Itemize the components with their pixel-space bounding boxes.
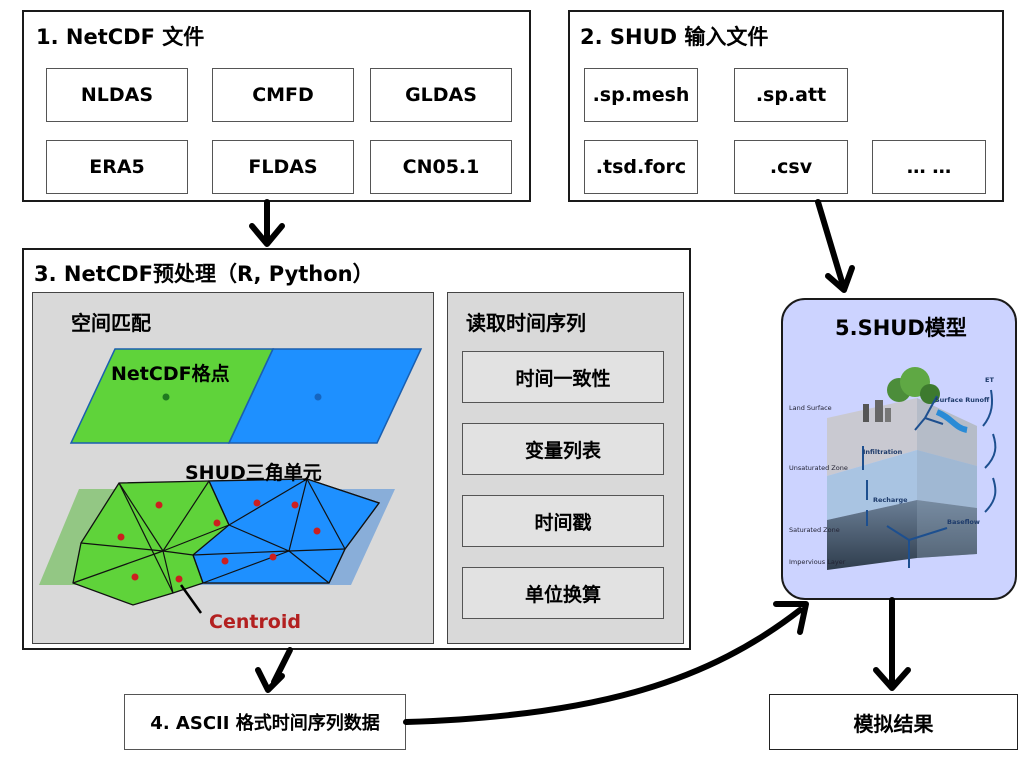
dataset-nldas: NLDAS xyxy=(46,68,188,122)
step-variable-list: 变量列表 xyxy=(462,423,664,475)
dataset-gldas: GLDAS xyxy=(370,68,512,122)
hydrology-illustration: Land Surface Unsaturated Zone Saturated … xyxy=(789,367,997,570)
file-more: … … xyxy=(872,140,986,194)
centroid-pointer xyxy=(179,584,203,614)
shud-input-title: 2. SHUD 输入文件 xyxy=(580,25,769,49)
label-infiltration: Infiltration xyxy=(863,448,903,456)
dataset-cmfd: CMFD xyxy=(212,68,354,122)
netcdf-grid-cell-blue xyxy=(227,348,423,444)
file-tsd-forc: .tsd.forc xyxy=(584,140,698,194)
shud-input-panel: 2. SHUD 输入文件 .sp.mesh .sp.att .tsd.forc … xyxy=(568,10,1004,202)
timeseries-box: 读取时间序列 时间一致性 变量列表 时间戳 单位换算 xyxy=(447,292,684,644)
shud-model-panel: 5.SHUD模型 xyxy=(781,298,1017,600)
preprocess-title: 3. NetCDF预处理（R, Python） xyxy=(34,262,374,286)
label-surface-runoff: Surface Runoff xyxy=(935,396,990,404)
file-sp-att: .sp.att xyxy=(734,68,848,122)
label-et: ET xyxy=(985,376,994,384)
label-recharge: Recharge xyxy=(873,496,908,504)
arrow-input-to-model xyxy=(815,199,845,285)
grid-point-blue xyxy=(314,393,322,401)
shud-model-title: 5.SHUD模型 xyxy=(835,316,967,340)
preprocess-panel: 3. NetCDF预处理（R, Python） 空间匹配 NetCDF格点 xyxy=(22,248,691,650)
dataset-cn051: CN05.1 xyxy=(370,140,512,194)
label-saturated-zone: Saturated Zone xyxy=(789,526,840,534)
label-unsaturated-zone: Unsaturated Zone xyxy=(789,464,848,472)
step-timestamp: 时间戳 xyxy=(462,495,664,547)
grid-point-green xyxy=(162,393,170,401)
simulation-result-box: 模拟结果 xyxy=(769,694,1018,750)
netcdf-files-panel: 1. NetCDF 文件 NLDAS CMFD GLDAS ERA5 FLDAS… xyxy=(22,10,531,202)
spatial-matching-title: 空间匹配 xyxy=(71,311,151,335)
step-time-consistency: 时间一致性 xyxy=(462,351,664,403)
spatial-matching-box: 空间匹配 NetCDF格点 xyxy=(32,292,434,644)
dataset-fldas: FLDAS xyxy=(212,140,354,194)
file-sp-mesh: .sp.mesh xyxy=(584,68,698,122)
shud-mesh-label: SHUD三角单元 xyxy=(185,461,322,484)
netcdf-grid-label: NetCDF格点 xyxy=(111,362,230,385)
timeseries-title: 读取时间序列 xyxy=(466,311,586,335)
dataset-era5: ERA5 xyxy=(46,140,188,194)
centroids xyxy=(117,499,321,583)
spatial-matching-illustration: NetCDF格点 xyxy=(39,348,423,633)
ascii-data-box: 4. ASCII 格式时间序列数据 xyxy=(124,694,406,750)
label-land-surface: Land Surface xyxy=(789,404,832,412)
netcdf-files-title: 1. NetCDF 文件 xyxy=(36,25,205,49)
file-csv: .csv xyxy=(734,140,848,194)
centroid-label: Centroid xyxy=(209,611,301,633)
arrow-preprocess-to-ascii xyxy=(271,647,293,685)
label-impervious-layer: Impervious Layer xyxy=(789,558,846,566)
step-unit-conversion: 单位换算 xyxy=(462,567,664,619)
label-baseflow: Baseflow xyxy=(947,518,980,526)
